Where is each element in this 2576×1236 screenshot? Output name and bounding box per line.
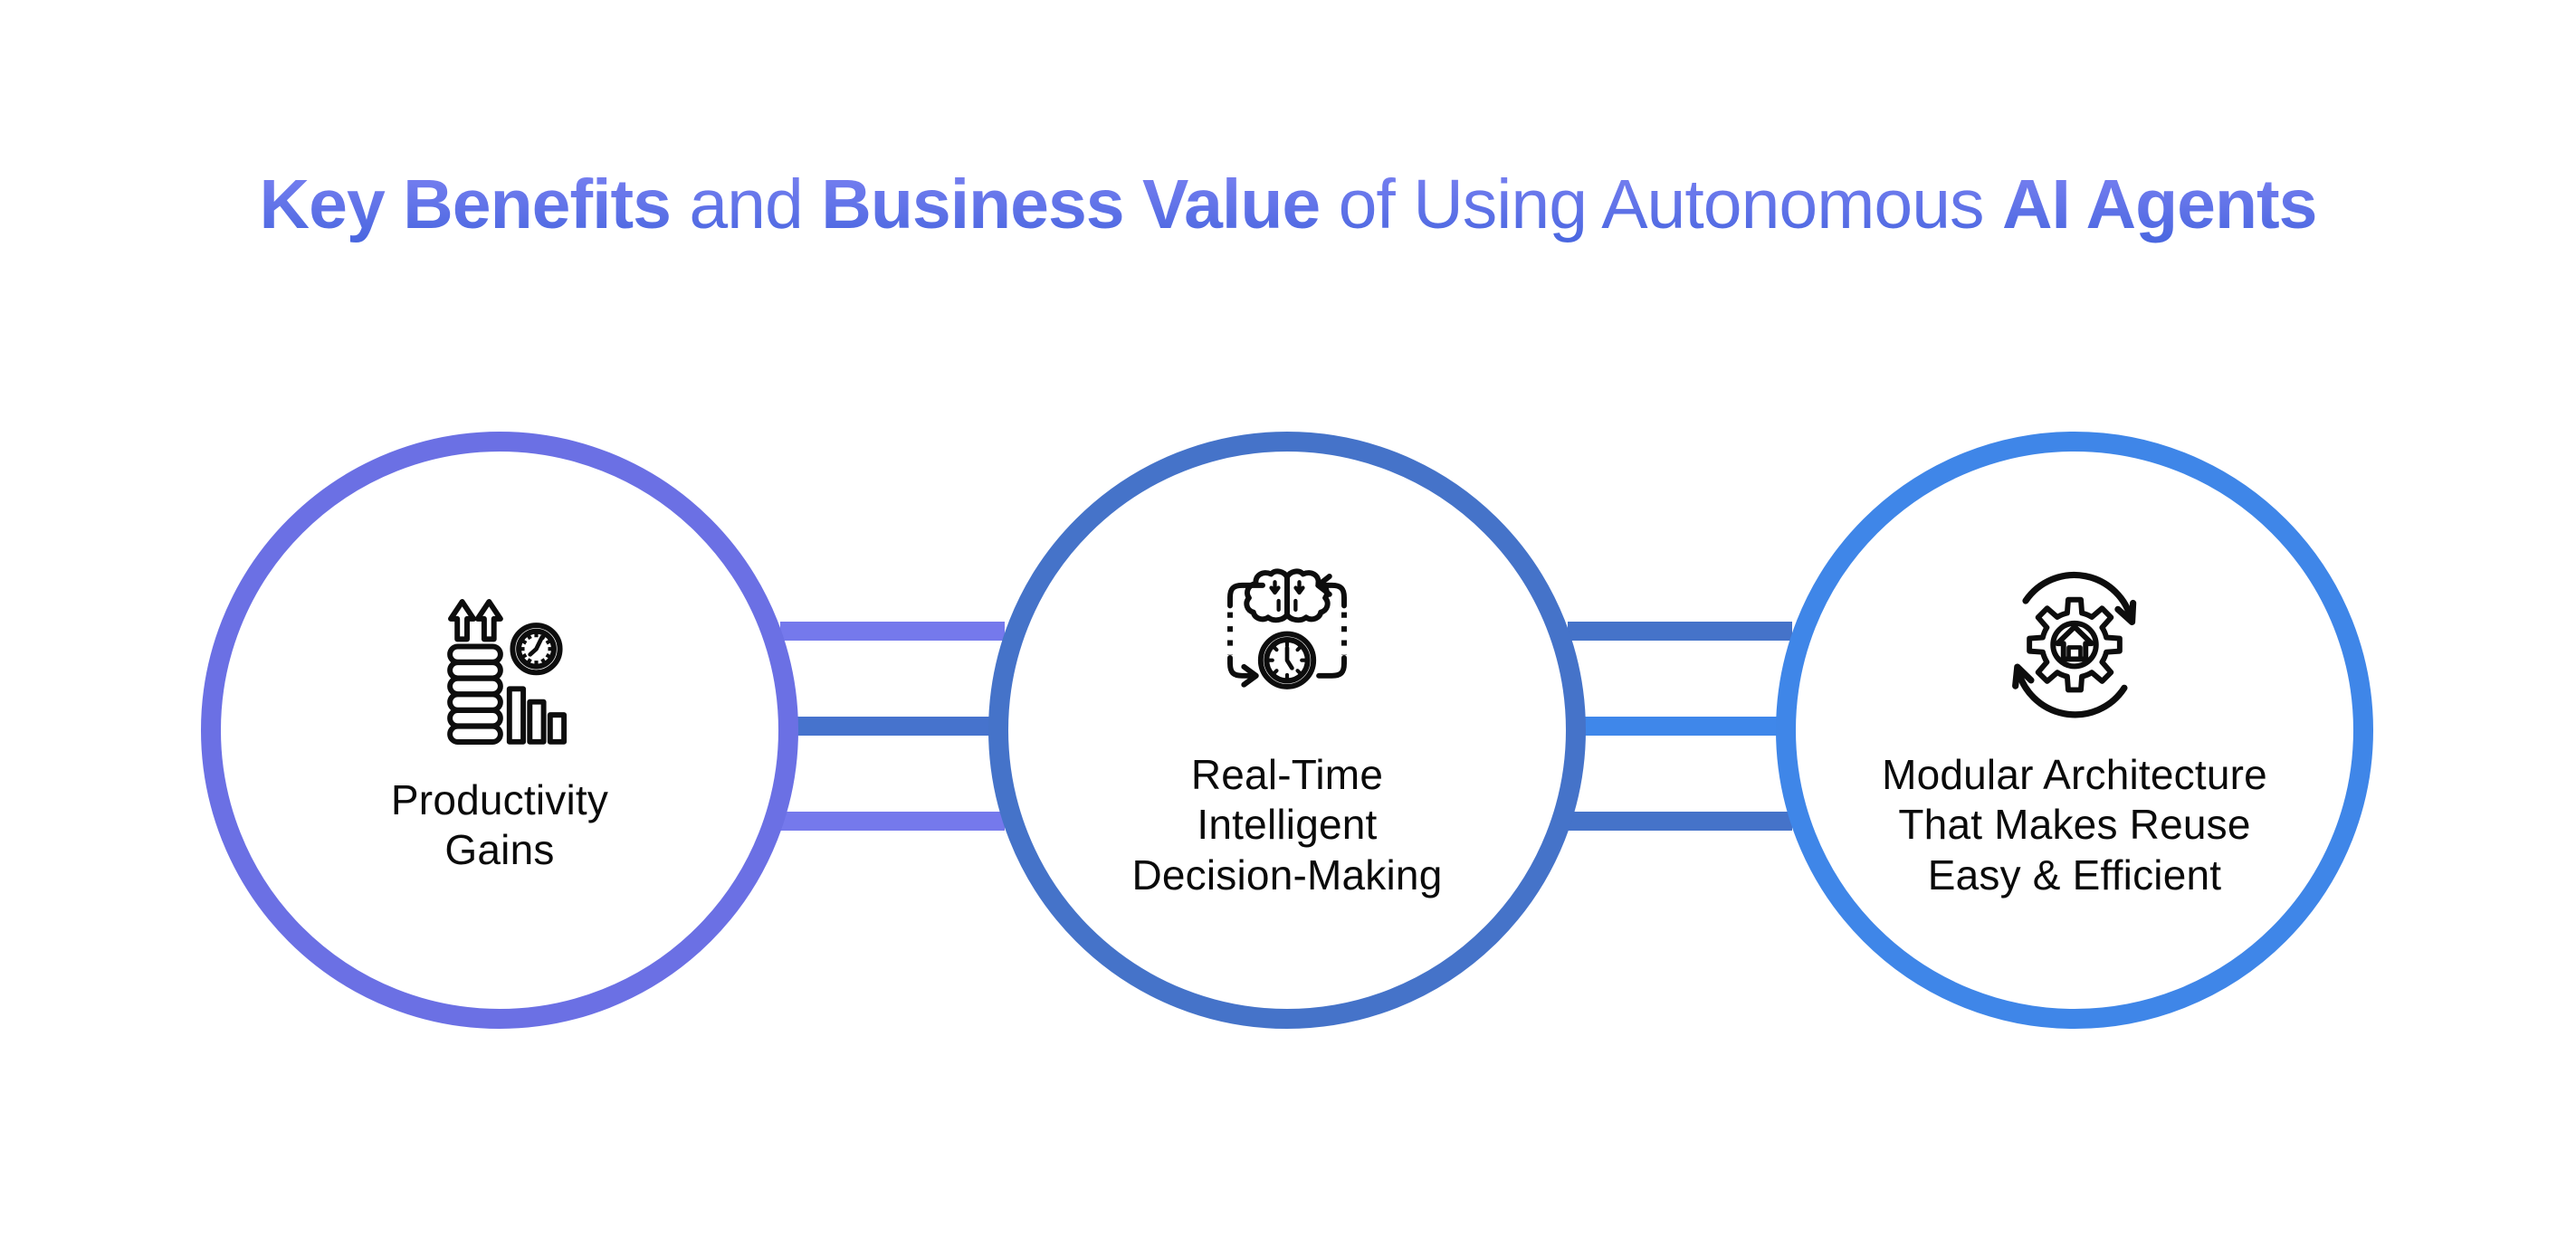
benefit-circle-modular-architecture: Modular Architecture That Makes Reuse Ea… xyxy=(1776,432,2373,1029)
coin-stack-icon xyxy=(447,643,503,745)
modular-architecture-icon xyxy=(1993,560,2156,723)
connector-1-top-line xyxy=(780,622,1005,641)
gear-icon xyxy=(2027,596,2123,693)
benefit-label-productivity: Productivity Gains xyxy=(390,775,609,873)
title-segment-of-using: of Using Autonomous xyxy=(1320,166,2002,243)
title-segment-and: and xyxy=(670,166,822,243)
clock-icon xyxy=(1257,631,1317,690)
benefit-label-decision-making: Real-Time Intelligent Decision-Making xyxy=(1131,751,1443,898)
realtime-decision-icon xyxy=(1206,560,1369,723)
up-arrows-icon xyxy=(448,598,503,642)
bar-chart-icon xyxy=(506,686,568,745)
connector-2-bottom-line xyxy=(1568,812,1792,831)
title-segment-business-value: Business Value xyxy=(821,166,1321,243)
title-segment-ai-agents: AI Agents xyxy=(2001,166,2317,243)
connector-1-bottom-line xyxy=(780,812,1005,831)
benefit-circle-decision-making: Real-Time Intelligent Decision-Making xyxy=(988,432,1586,1029)
clock-icon xyxy=(510,622,563,676)
cycle-arrows-icon xyxy=(1227,574,1347,688)
reuse-arrows-icon xyxy=(2012,572,2137,718)
page-title: Key Benefits and Business Value of Using… xyxy=(0,165,2576,245)
brain-icon xyxy=(1244,568,1331,623)
connector-2-top-line xyxy=(1568,622,1792,641)
productivity-growth-icon xyxy=(418,585,581,748)
title-segment-key-benefits: Key Benefits xyxy=(259,166,671,243)
house-icon xyxy=(2055,624,2094,662)
benefit-label-modular-architecture: Modular Architecture That Makes Reuse Ea… xyxy=(1882,751,2267,898)
connector-1-middle-line xyxy=(780,717,1005,736)
benefit-circle-productivity: Productivity Gains xyxy=(201,432,798,1029)
connector-2-middle-line xyxy=(1568,717,1792,736)
